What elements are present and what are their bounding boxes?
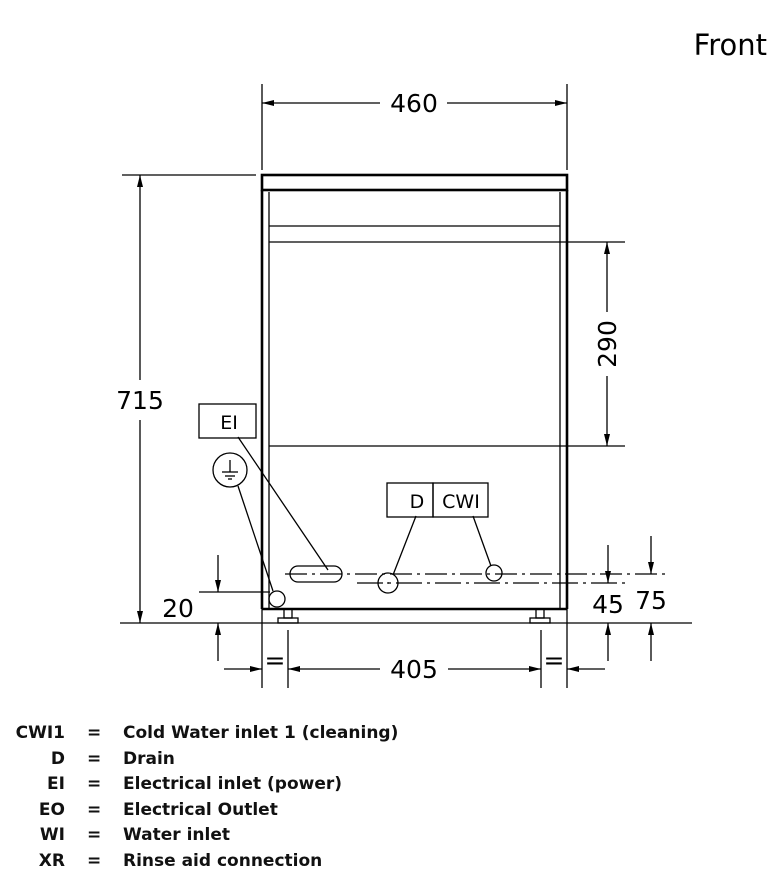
ground-height-dimension: 20 <box>162 555 270 661</box>
foot-spacing-label: 405 <box>390 655 438 684</box>
ground-height-label: 20 <box>162 594 194 623</box>
callout-d-cwi: D CWI <box>386 482 492 576</box>
legend-code: EI <box>47 774 65 795</box>
inlet-height-dimension: 75 <box>635 536 667 661</box>
drain-height-label: 45 <box>592 590 624 619</box>
cabinet-outline <box>260 173 625 611</box>
upper-section-dimension-label: 290 <box>593 320 622 368</box>
callout-d-label: D <box>410 491 425 513</box>
electrical-inlet-slot <box>289 565 343 583</box>
legend-sep: = <box>87 799 102 820</box>
view-title: Front <box>693 28 767 62</box>
legend-code: EO <box>38 799 65 820</box>
legend-sep: = <box>87 850 102 871</box>
cold-water-inlet-connection <box>485 564 503 582</box>
equal-mark-left: = <box>265 646 286 675</box>
legend-code: D <box>50 748 65 769</box>
legend-desc: Drain <box>123 748 175 769</box>
legend-sep: = <box>87 748 102 769</box>
legend-desc: Electrical inlet (power) <box>123 774 343 795</box>
equal-mark-right: = <box>544 646 565 675</box>
height-dimension-label: 715 <box>116 386 164 415</box>
foot-spacing-dimension: 405 = = <box>224 609 605 688</box>
legend-sep: = <box>87 723 102 743</box>
upper-section-dimension: 290 <box>593 242 622 446</box>
callout-ei-label: EI <box>220 412 238 434</box>
width-dimension: 460 <box>261 84 568 170</box>
feet <box>277 608 551 624</box>
ground-symbol-icon <box>212 452 274 592</box>
connections <box>268 564 668 608</box>
legend-desc: Cold Water inlet 1 (cleaning) <box>123 723 399 743</box>
ground-connection <box>268 590 286 608</box>
inlet-height-label: 75 <box>635 586 667 615</box>
width-dimension-label: 460 <box>390 89 438 118</box>
legend-sep: = <box>87 825 102 846</box>
legend-code: CWI1 <box>15 723 65 743</box>
height-dimension: 715 <box>116 174 256 623</box>
legend-code: XR <box>38 850 65 871</box>
drain-height-dimension: 45 <box>592 545 624 661</box>
legend-desc: Rinse aid connection <box>123 850 323 871</box>
legend-desc: Electrical Outlet <box>123 799 278 820</box>
drain-connection <box>377 572 399 594</box>
callout-cwi-label: CWI <box>442 491 480 513</box>
legend-code: WI <box>39 825 65 846</box>
legend-sep: = <box>87 774 102 795</box>
legend-desc: Water inlet <box>123 825 230 846</box>
callout-ei: EI <box>198 403 329 571</box>
